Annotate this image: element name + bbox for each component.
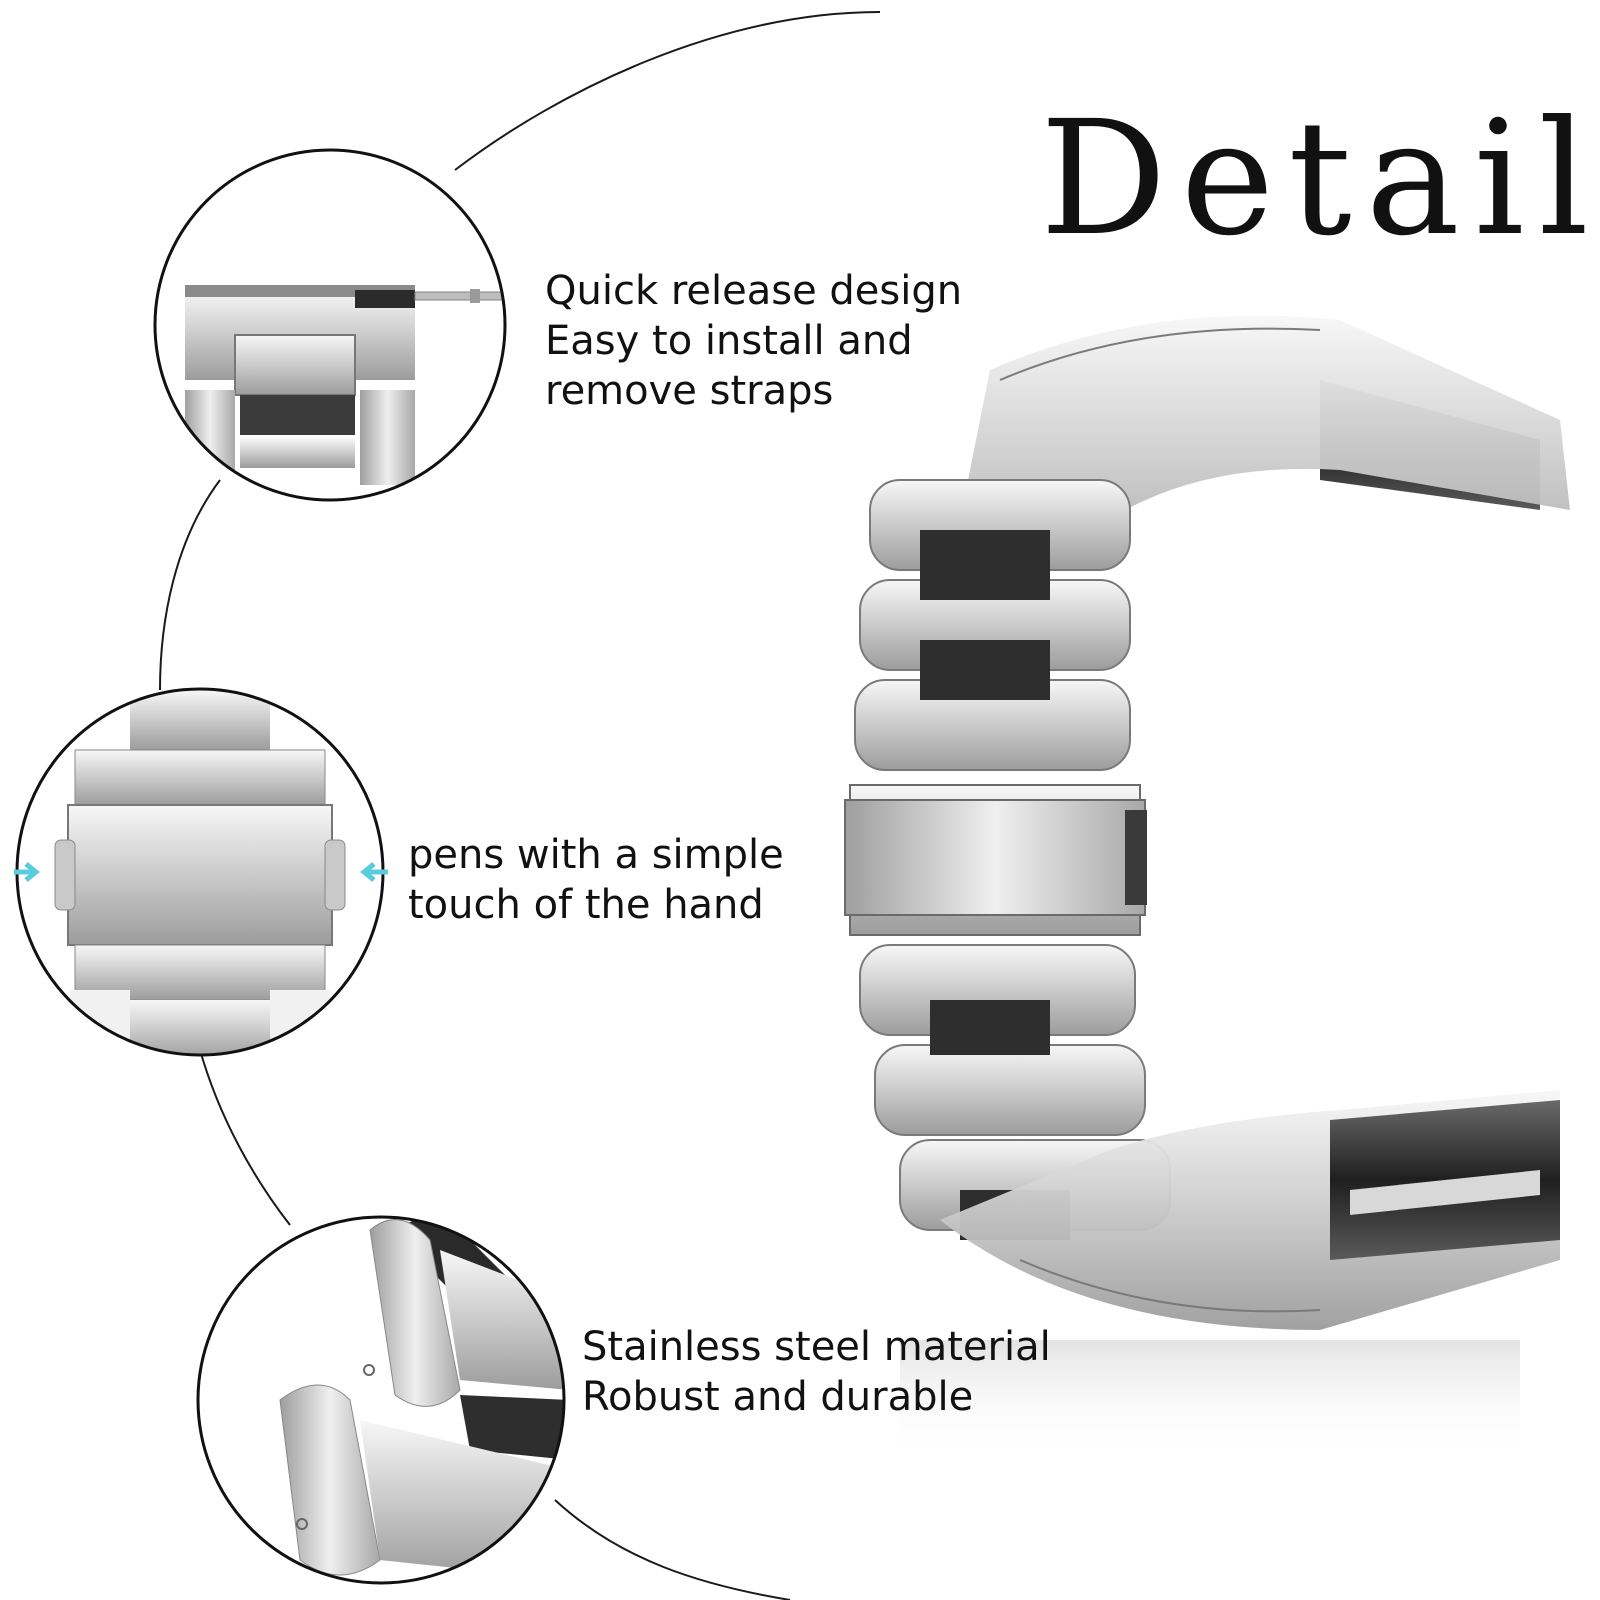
quick-release-detail <box>153 148 507 502</box>
page-title: Details <box>1040 87 1600 271</box>
left-arrow-icon <box>14 862 41 882</box>
material-caption: Stainless steel material Robust and dura… <box>582 1322 1051 1422</box>
clasp-detail <box>14 687 388 1057</box>
caption-line: Easy to install and <box>545 318 913 364</box>
clasp-caption: pens with a simple touch of the hand <box>408 830 784 930</box>
caption-line: Stainless steel material <box>582 1324 1051 1370</box>
right-arrow-icon <box>359 862 388 882</box>
connector-arc <box>159 11 881 1600</box>
caption-line: remove straps <box>545 368 834 414</box>
caption-line: Robust and durable <box>582 1374 974 1420</box>
quick-release-caption: Quick release design Easy to install and… <box>545 266 962 416</box>
caption-line: touch of the hand <box>408 882 764 928</box>
watch-band-illustration <box>844 315 1570 1460</box>
caption-line: pens with a simple <box>408 832 784 878</box>
caption-line: Quick release design <box>545 268 963 314</box>
material-detail <box>196 1215 566 1585</box>
